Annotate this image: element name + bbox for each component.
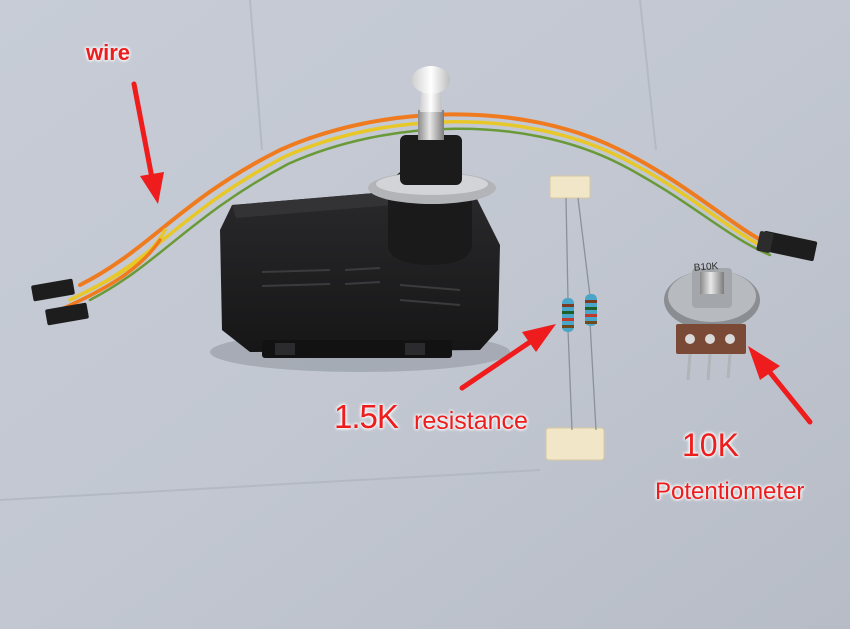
tile-seams bbox=[0, 0, 657, 501]
label-wire: wire bbox=[86, 40, 131, 65]
label-resistance-word: resistance bbox=[414, 407, 528, 435]
resistor-pair bbox=[545, 175, 605, 461]
wire-connector-right bbox=[756, 230, 818, 262]
label-potentiometer-word: Potentiometer bbox=[655, 478, 805, 505]
potentiometer-code: B10K bbox=[693, 261, 718, 274]
arrow-resistance bbox=[459, 324, 556, 391]
wire-connector-left bbox=[31, 278, 89, 326]
label-resistance-value: 1.5K bbox=[334, 398, 399, 435]
label-potentiometer-value: 10K bbox=[682, 427, 739, 463]
arrow-wire bbox=[131, 81, 164, 204]
arrow-potentiometer bbox=[748, 346, 813, 425]
potentiometer: B10K bbox=[664, 261, 760, 381]
motor-actuator bbox=[210, 66, 510, 372]
